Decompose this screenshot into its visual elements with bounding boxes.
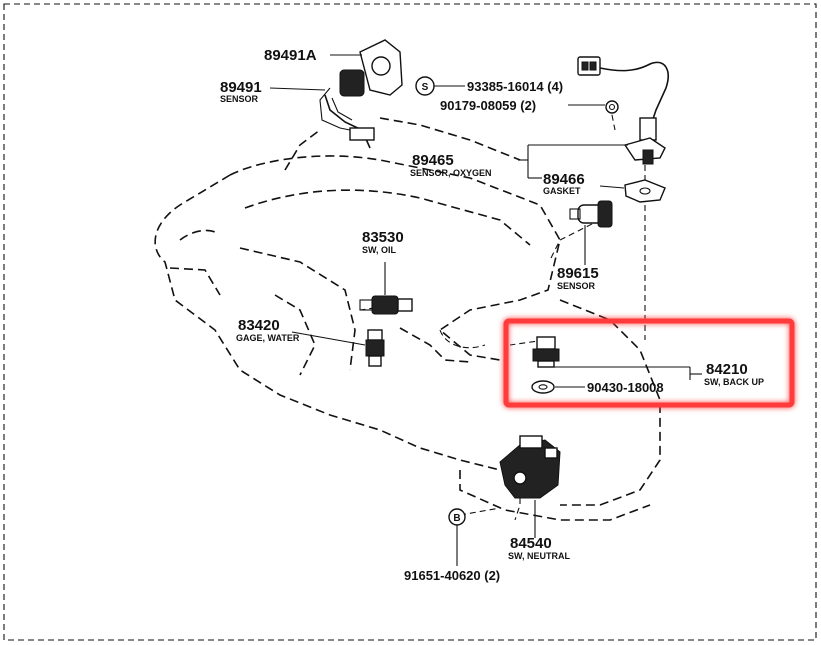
sensor-89615[interactable] xyxy=(569,200,613,228)
callout-lines xyxy=(269,54,702,566)
diagram-frame xyxy=(3,3,817,641)
bolt-symbol-b: B xyxy=(448,508,466,526)
label-90430: 90430-18008 xyxy=(587,380,664,395)
label-83420: 83420 xyxy=(238,317,280,334)
highlight-box-84210 xyxy=(503,318,795,408)
label-84210: 84210 xyxy=(706,361,748,378)
desc-84210: SW, BACK UP xyxy=(704,377,764,387)
desc-89491: SENSOR xyxy=(220,94,259,104)
bolt-symbol-s: S xyxy=(415,76,435,96)
sensor-89491-assembly[interactable] xyxy=(319,39,403,149)
neutral-switch-84540[interactable] xyxy=(499,435,561,499)
label-91651: 91651-40620 (2) xyxy=(404,568,500,583)
backup-switch-84210[interactable] xyxy=(532,336,560,368)
oil-switch-83530[interactable] xyxy=(359,295,413,315)
label-89465: 89465 xyxy=(412,152,454,169)
label-84540: 84540 xyxy=(510,535,552,552)
desc-83420: GAGE, WATER xyxy=(236,333,300,343)
label-90179: 90179-08059 (2) xyxy=(440,98,536,113)
nut-90179 xyxy=(605,100,619,114)
gasket-90430 xyxy=(531,380,555,394)
bolt-symbol-s-letter: S xyxy=(422,82,429,93)
label-93385: 93385-16014 (4) xyxy=(467,79,563,94)
label-83530: 83530 xyxy=(362,229,404,246)
water-gage-83420[interactable] xyxy=(365,329,385,367)
desc-83530: SW, OIL xyxy=(362,245,397,255)
desc-89615: SENSOR xyxy=(557,281,596,291)
gasket-89466 xyxy=(624,179,666,203)
label-89615: 89615 xyxy=(557,265,599,282)
leader-lines xyxy=(359,104,646,521)
bolt-symbol-b-letter: B xyxy=(453,513,460,524)
desc-84540: SW, NEUTRAL xyxy=(508,551,571,561)
label-89466: 89466 xyxy=(543,171,585,188)
desc-89465: SENSOR, OXYGEN xyxy=(410,168,492,178)
label-89491: 89491 xyxy=(220,79,262,96)
desc-89466: GASKET xyxy=(543,186,581,196)
oxygen-sensor-89465[interactable] xyxy=(577,56,669,165)
label-89491A: 89491A xyxy=(264,47,317,64)
